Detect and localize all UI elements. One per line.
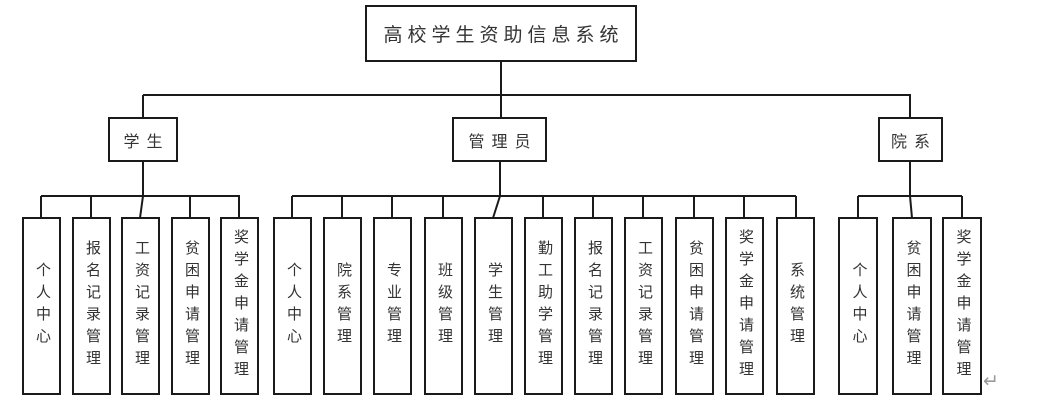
leaf-label: 贫困申请管理 [904, 240, 921, 372]
paragraph-return-icon: ↵ [983, 370, 999, 392]
branch-node-admin: 管理员 [452, 117, 547, 162]
leaf-node: 个人中心 [838, 217, 878, 395]
leaf-label: 奖学金申请管理 [232, 229, 248, 383]
root-node-system: 高校学生资助信息系统 [365, 5, 637, 62]
leaf-node: 工资记录管理 [121, 217, 160, 395]
leaf-label: 勤工助学管理 [536, 240, 552, 372]
leaf-node: 个人中心 [22, 217, 61, 395]
leaf-node: 系统管理 [776, 217, 815, 395]
leaf-label: 报名记录管理 [84, 240, 100, 372]
leaf-label: 奖学金申请管理 [737, 229, 753, 383]
leaf-node: 院系管理 [323, 217, 362, 395]
branch-node-student: 学生 [108, 117, 178, 162]
leaf-node: 勤工助学管理 [524, 217, 563, 395]
leaf-node: 奖学金申请管理 [942, 217, 982, 395]
leaf-label: 贫困申请管理 [687, 240, 703, 372]
leaf-node: 贫困申请管理 [171, 217, 210, 395]
leaf-label: 报名记录管理 [586, 240, 602, 372]
leaf-label: 工资记录管理 [133, 240, 149, 372]
leaf-label: 工资记录管理 [636, 240, 652, 372]
leaf-node: 专业管理 [373, 217, 412, 395]
leaf-node: 贫困申请管理 [675, 217, 714, 395]
root-node-label: 高校学生资助信息系统 [383, 25, 624, 46]
leaf-node: 奖学金申请管理 [220, 217, 259, 395]
branch-label: 院系 [890, 133, 937, 151]
leaf-node: 个人中心 [273, 217, 312, 395]
leaf-node: 学生管理 [474, 217, 513, 395]
branch-node-dept: 院系 [878, 117, 943, 162]
leaf-label: 专业管理 [385, 262, 401, 350]
leaf-label: 贫困申请管理 [183, 240, 199, 372]
leaf-node: 贫困申请管理 [892, 217, 932, 395]
leaf-node: 奖学金申请管理 [725, 217, 764, 395]
leaf-label: 系统管理 [788, 262, 804, 350]
leaf-node: 报名记录管理 [574, 217, 613, 395]
leaf-label: 个人中心 [34, 262, 50, 350]
leaf-label: 学生管理 [486, 262, 502, 350]
leaf-label: 个人中心 [285, 262, 301, 350]
leaf-label: 院系管理 [335, 262, 351, 350]
leaf-label: 奖学金申请管理 [954, 229, 971, 383]
leaf-label: 班级管理 [436, 262, 452, 350]
leaf-node: 工资记录管理 [624, 217, 663, 395]
leaf-node: 报名记录管理 [72, 217, 111, 395]
branch-label: 管理员 [468, 133, 538, 151]
leaf-node: 班级管理 [424, 217, 463, 395]
branch-label: 学生 [123, 133, 170, 151]
leaf-label: 个人中心 [850, 262, 867, 350]
